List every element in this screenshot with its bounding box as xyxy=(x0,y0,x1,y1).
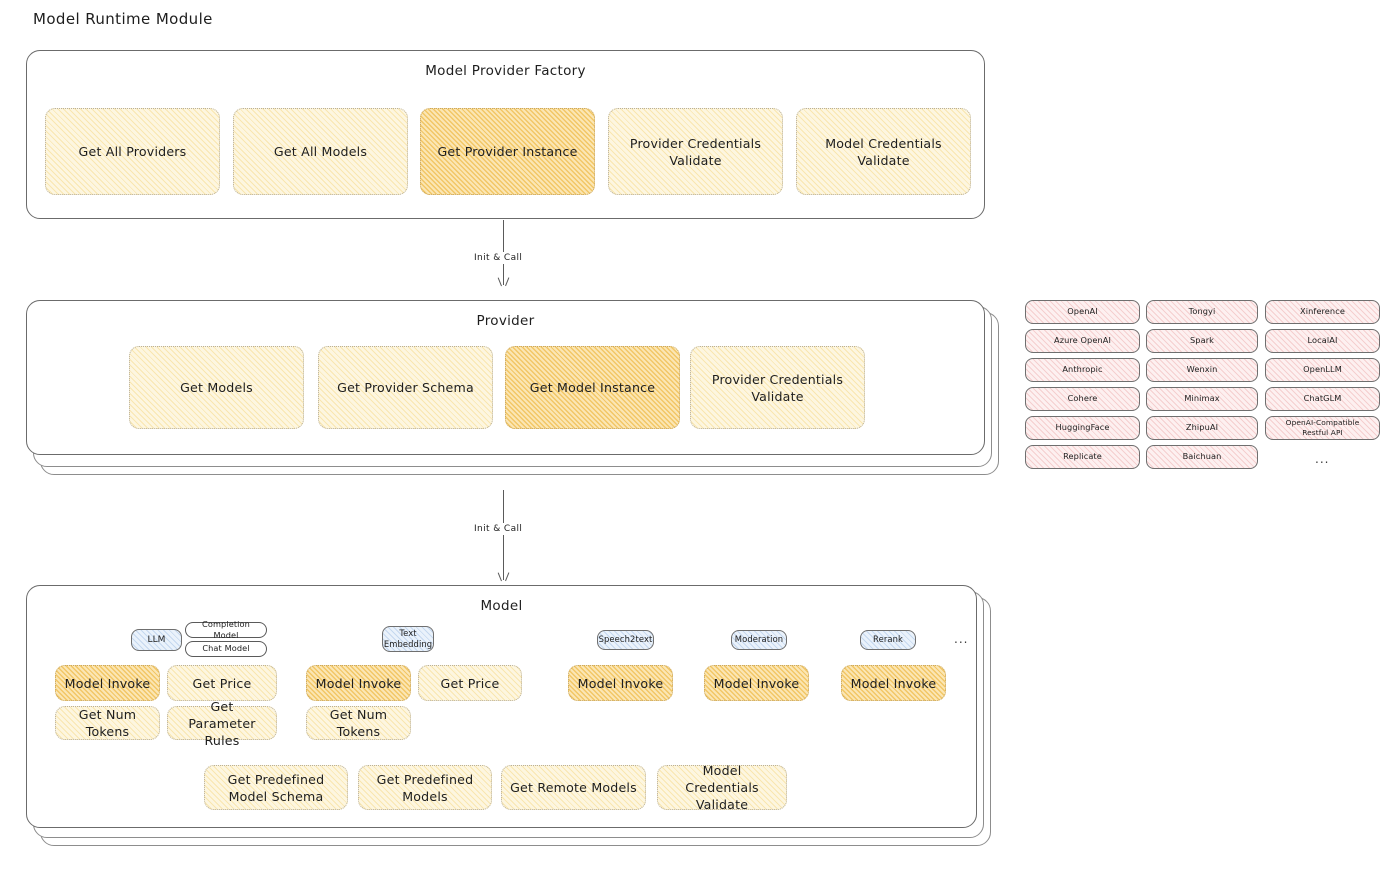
model-method-llm-get-price[interactable]: Get Price xyxy=(167,665,277,701)
provider-chip[interactable]: Cohere xyxy=(1025,387,1140,411)
provider-chip[interactable]: Minimax xyxy=(1146,387,1258,411)
model-type-badge-speech2text[interactable]: Speech2text xyxy=(597,630,654,650)
model-type-badge-moderation[interactable]: Moderation xyxy=(731,630,787,650)
model-common-method-get-predefined-model-schema[interactable]: Get Predefined Model Schema xyxy=(204,765,348,810)
provider-chip[interactable]: Spark xyxy=(1146,329,1258,353)
model-type-badge-llm[interactable]: LLM xyxy=(131,629,182,651)
provider-node-provider-credentials-validate[interactable]: Provider Credentials Validate xyxy=(690,346,865,429)
provider-node-get-model-instance[interactable]: Get Model Instance xyxy=(505,346,680,429)
model-title: Model xyxy=(480,598,523,614)
model-container: Model LLM Completion Model Chat Model Mo… xyxy=(26,585,977,828)
connector-line xyxy=(503,490,505,580)
model-provider-factory-container: Model Provider Factory Get All Providers… xyxy=(26,50,985,219)
factory-node-model-credentials-validate[interactable]: Model Credentials Validate xyxy=(796,108,971,195)
connector-label-init-call-1: Init & Call xyxy=(471,252,526,264)
provider-node-get-models[interactable]: Get Models xyxy=(129,346,304,429)
provider-chip[interactable]: Xinference xyxy=(1265,300,1380,324)
provider-chip[interactable]: OpenLLM xyxy=(1265,358,1380,382)
provider-chip[interactable]: ChatGLM xyxy=(1265,387,1380,411)
factory-node-get-all-models[interactable]: Get All Models xyxy=(233,108,408,195)
model-method-llm-get-num-tokens[interactable]: Get Num Tokens xyxy=(55,706,160,740)
model-common-method-model-credentials-validate[interactable]: Model Credentials Validate xyxy=(657,763,787,812)
model-subtype-completion-model[interactable]: Completion Model xyxy=(185,619,267,640)
provider-title: Provider xyxy=(476,313,535,329)
provider-list-more: ... xyxy=(1315,452,1330,466)
provider-chip[interactable]: LocalAI xyxy=(1265,329,1380,353)
model-type-badge-text-embedding[interactable]: Text Embedding xyxy=(382,626,434,652)
provider-node-get-provider-schema[interactable]: Get Provider Schema xyxy=(318,346,493,429)
model-type-badge-rerank[interactable]: Rerank xyxy=(860,630,916,650)
factory-node-provider-credentials-validate[interactable]: Provider Credentials Validate xyxy=(608,108,783,195)
model-method-text-embedding-get-price[interactable]: Get Price xyxy=(418,665,522,701)
provider-chip[interactable]: HuggingFace xyxy=(1025,416,1140,440)
provider-chip[interactable]: Azure OpenAI xyxy=(1025,329,1140,353)
model-subtype-chat-model[interactable]: Chat Model xyxy=(185,641,267,657)
provider-chip[interactable]: Replicate xyxy=(1025,445,1140,469)
model-method-text-embedding-get-num-tokens[interactable]: Get Num Tokens xyxy=(306,706,411,740)
model-method-llm-model-invoke[interactable]: Model Invoke xyxy=(55,665,160,701)
model-method-rerank-model-invoke[interactable]: Model Invoke xyxy=(841,665,946,701)
provider-chip-list: OpenAI Azure OpenAI Anthropic Cohere Hug… xyxy=(1025,300,1380,475)
provider-chip[interactable]: Anthropic xyxy=(1025,358,1140,382)
arrow-head-icon xyxy=(499,570,509,581)
model-method-text-embedding-model-invoke[interactable]: Model Invoke xyxy=(306,665,411,701)
provider-chip[interactable]: Wenxin xyxy=(1146,358,1258,382)
provider-chip[interactable]: Baichuan xyxy=(1146,445,1258,469)
provider-chip[interactable]: OpenAI xyxy=(1025,300,1140,324)
arrow-head-icon xyxy=(499,275,509,286)
model-types-more: ... xyxy=(954,632,969,646)
page-title: Model Runtime Module xyxy=(33,10,213,28)
model-method-moderation-model-invoke[interactable]: Model Invoke xyxy=(704,665,809,701)
model-provider-factory-title: Model Provider Factory xyxy=(425,63,586,79)
model-common-method-get-predefined-models[interactable]: Get Predefined Models xyxy=(358,765,492,810)
provider-chip[interactable]: OpenAI-Compatible Restful API xyxy=(1265,416,1380,440)
factory-node-get-provider-instance[interactable]: Get Provider Instance xyxy=(420,108,595,195)
model-common-method-get-remote-models[interactable]: Get Remote Models xyxy=(501,765,646,810)
provider-chip[interactable]: Tongyi xyxy=(1146,300,1258,324)
provider-container: Provider Get Models Get Provider Schema … xyxy=(26,300,985,455)
model-method-llm-get-parameter-rules[interactable]: Get Parameter Rules xyxy=(167,699,277,748)
provider-chip[interactable]: ZhipuAI xyxy=(1146,416,1258,440)
factory-node-get-all-providers[interactable]: Get All Providers xyxy=(45,108,220,195)
model-method-speech2text-model-invoke[interactable]: Model Invoke xyxy=(568,665,673,701)
connector-label-init-call-2: Init & Call xyxy=(471,523,526,535)
